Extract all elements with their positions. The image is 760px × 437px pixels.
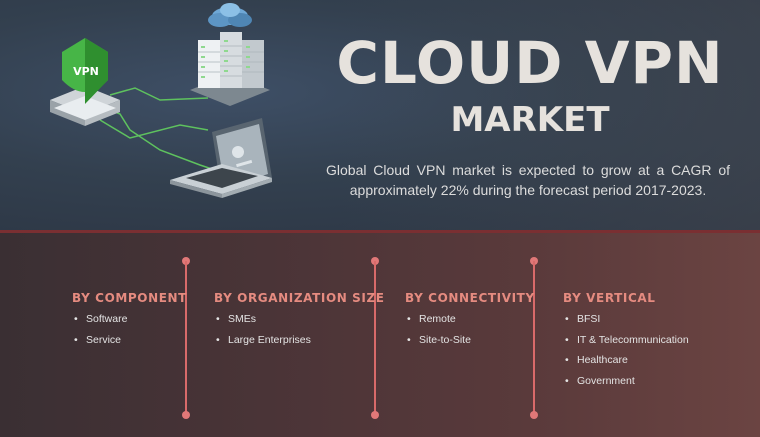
segment-list: Remote Site-to-Site [405,312,535,347]
list-item: SMEs [214,312,385,326]
segment-title: BY ORGANIZATION SIZE [214,291,385,305]
page-title: CLOUD VPN [336,29,724,97]
list-item: Software [72,312,187,326]
segment-title: BY VERTICAL [563,291,656,305]
server-stack-icon [190,32,270,106]
laptop-icon [170,118,272,198]
list-item: Large Enterprises [214,333,385,347]
page-subtitle: MARKET [450,100,610,140]
list-item: Site-to-Site [405,333,535,347]
separator-bottom-dot [371,411,379,419]
cloud-vpn-illustration: VPN [50,3,272,198]
segment-by-organization-size: BY ORGANIZATION SIZE SMEs Large Enterpri… [214,290,385,353]
vpn-shield-icon: VPN [50,38,120,126]
segment-title: BY CONNECTIVITY [405,291,535,305]
list-item: Remote [405,312,535,326]
segment-list: Software Service [72,312,187,347]
list-item: BFSI [563,312,689,326]
segment-list: BFSI IT & Telecommunication Healthcare G… [563,312,689,388]
shield-label: VPN [73,65,99,78]
cloud-icon [208,3,252,27]
market-description: Global Cloud VPN market is expected to g… [326,162,730,198]
section-divider [0,230,760,233]
segment-by-vertical: BY VERTICAL BFSI IT & Telecommunication … [563,290,689,394]
separator-bottom-dot [182,411,190,419]
segment-by-connectivity: BY CONNECTIVITY Remote Site-to-Site [405,290,535,353]
header-banner [0,0,760,230]
list-item: IT & Telecommunication [563,333,689,347]
segment-list: SMEs Large Enterprises [214,312,385,347]
list-item: Service [72,333,187,347]
separator-bottom-dot [530,411,538,419]
segment-title: BY COMPONENT [72,291,187,305]
list-item: Healthcare [563,353,689,367]
segment-by-component: BY COMPONENT Software Service [72,290,187,353]
network-lines [99,87,216,171]
list-item: Government [563,374,689,388]
